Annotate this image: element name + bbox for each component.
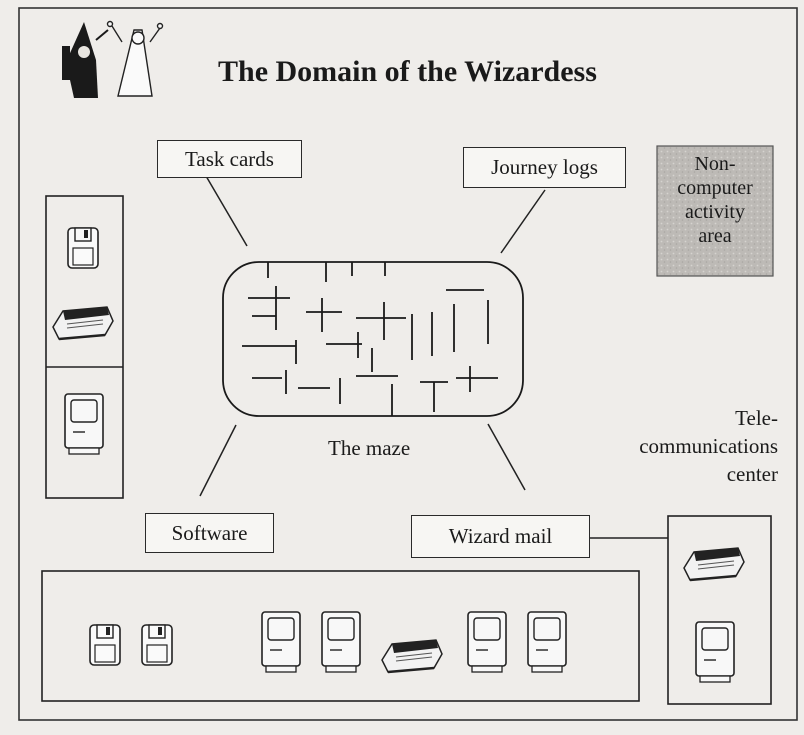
computer-icon [527, 611, 567, 673]
maze [222, 261, 524, 417]
page-title: The Domain of the Wizardess [218, 55, 597, 88]
wizard-icon [62, 22, 109, 98]
bottom-station [41, 570, 640, 702]
telecom-station [667, 515, 772, 705]
wizard-mail-label: Wizard mail [411, 515, 590, 558]
printer-icon [380, 638, 444, 674]
non-computer-area-label: Non- computer activity area [677, 153, 753, 247]
computer-icon [261, 611, 301, 673]
journey-logs-label: Journey logs [463, 147, 626, 188]
floppy-disk-icon [67, 227, 99, 269]
floppy-disk-icon [89, 624, 121, 666]
non-computer-area-box [656, 145, 774, 277]
software-label: Software [145, 513, 274, 553]
floppy-disk-icon [141, 624, 173, 666]
maze-label: The maze [328, 436, 411, 460]
telecom-center-label: Tele- communications center [639, 406, 778, 486]
computer-icon [467, 611, 507, 673]
connector-lines [199, 175, 668, 539]
task-cards-label: Task cards [157, 140, 302, 178]
computer-icon [695, 621, 735, 683]
computer-icon [64, 393, 104, 455]
outer-frame [18, 7, 798, 721]
printer-icon [682, 546, 746, 582]
wizardess-icon [106, 20, 164, 97]
left-station [45, 195, 124, 499]
printer-icon [51, 305, 115, 341]
computer-icon [321, 611, 361, 673]
